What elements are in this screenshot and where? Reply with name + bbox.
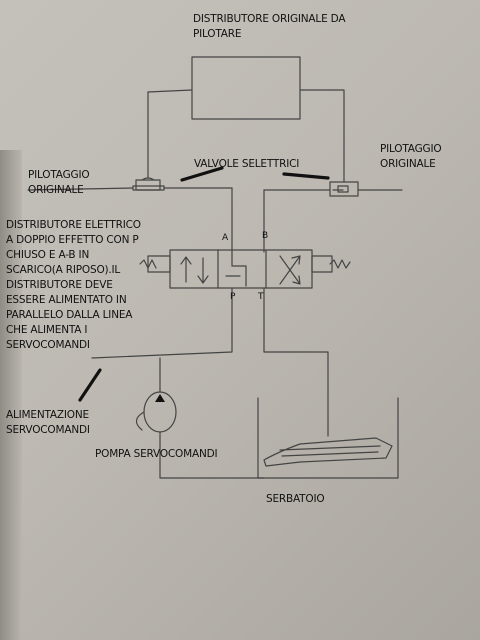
tank [257,397,399,479]
left-original-pilot-line [27,187,134,191]
left-selector-valve [132,177,165,191]
port-t-label: T [258,292,264,302]
port-a-label: A [222,233,228,243]
left-pilot-label: PILOTAGGIO ORIGINALE [28,169,90,196]
left-pilot-line [147,89,193,179]
paper-edge-shadow [0,150,22,640]
line-p-to-supply [91,287,233,359]
port-b-label: B [262,231,268,241]
pump-label: POMPA SERVOCOMANDI [95,448,218,460]
right-selector-valve [329,181,359,197]
right-pilot-label: PILOTAGGIO ORIGINALE [380,143,442,170]
port-p-label: P [230,292,236,302]
right-pilot-line [299,89,345,183]
original-distributor-label: DISTRIBUTORE ORIGINALE DA PILOTARE [193,13,346,40]
pump [135,357,265,479]
line-t-to-tank [263,287,329,437]
selector-valves-label: VALVOLE SELETTRICI [194,158,300,170]
supply-marker [78,368,102,402]
supply-label: ALIMENTAZIONE SERVOCOMANDI [6,409,90,436]
original-distributor-box [191,56,301,120]
electric-distributor-label: DISTRIBUTORE ELETTRICO A DOPPIO EFFETTO … [6,219,141,351]
selector-marker-left [180,166,224,182]
selector-marker-right [282,172,330,180]
tank-label: SERBATOIO [266,493,325,505]
electric-distributor [139,249,351,289]
